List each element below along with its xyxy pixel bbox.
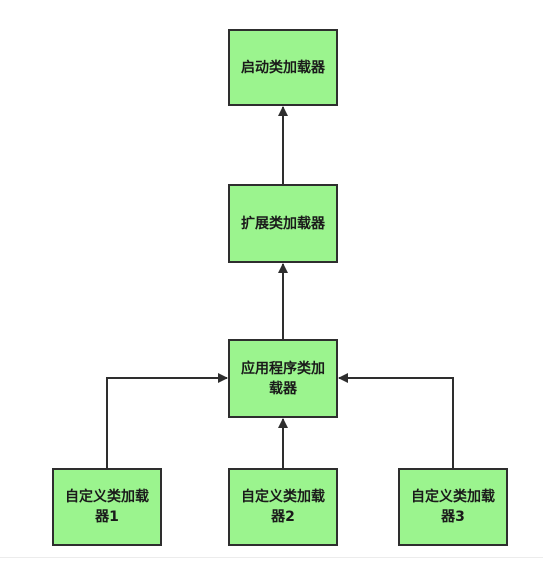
- bottom-divider: [0, 557, 543, 558]
- edge-custom1-to-application: [106, 373, 228, 468]
- edge-custom3-to-application: [338, 373, 454, 468]
- application-classloader-node: 应用程序类加载器: [228, 339, 338, 418]
- extension-classloader-label: 扩展类加载器: [241, 215, 325, 232]
- bootstrap-classloader-label: 启动类加载器: [241, 59, 325, 76]
- custom-classloader-3-node: 自定义类加载器3: [398, 468, 508, 546]
- custom-classloader-2-node: 自定义类加载器2: [228, 468, 338, 546]
- custom-classloader-3-label: 自定义类加载器3: [411, 489, 495, 525]
- custom-classloader-1-label: 自定义类加载器1: [65, 489, 149, 525]
- custom-classloader-2-label: 自定义类加载器2: [241, 489, 325, 525]
- custom-classloader-1-node: 自定义类加载器1: [52, 468, 162, 546]
- application-classloader-label: 应用程序类加载器: [241, 360, 325, 397]
- extension-classloader-node: 扩展类加载器: [228, 184, 338, 263]
- bootstrap-classloader-node: 启动类加载器: [228, 29, 338, 106]
